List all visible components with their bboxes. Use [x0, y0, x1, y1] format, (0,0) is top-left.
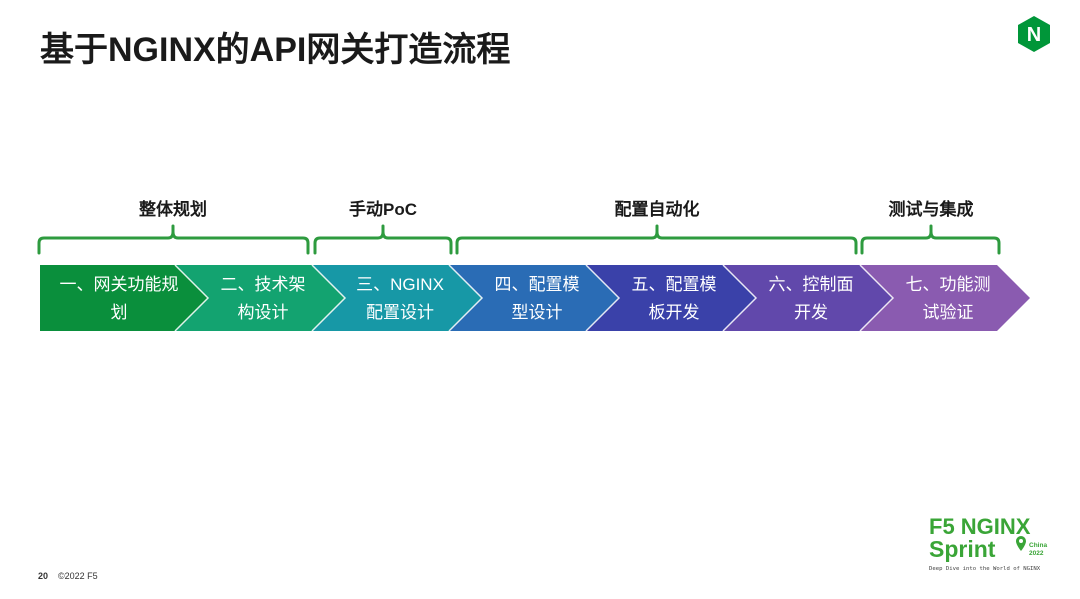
step-4-line1: 四、配置模: [494, 275, 580, 294]
phase-braces: [37, 224, 1001, 255]
step-2-line1: 二、技术架: [220, 275, 306, 294]
brand-tag-bottom: 2022: [1029, 550, 1044, 557]
phase-label-poc: 手动PoC: [349, 200, 417, 219]
step-arrow-2: [175, 265, 345, 331]
step-3-line2: 配置设计: [366, 303, 434, 322]
copyright: ©2022 F5: [58, 571, 98, 581]
step-6: 六、控制面开发: [748, 268, 874, 330]
step-arrow-3: [312, 265, 482, 331]
step-7-line1: 七、功能测: [905, 275, 991, 294]
brace-poc: [313, 224, 453, 255]
step-6-line1: 六、控制面: [768, 275, 854, 294]
phase-label-planning: 整体规划: [139, 200, 207, 219]
location-pin-icon: [1016, 536, 1026, 551]
step-1: 一、网关功能规划: [50, 268, 188, 330]
step-arrow-7: [860, 265, 1030, 331]
step-6-line2: 开发: [794, 303, 828, 322]
page-title: 基于NGINX的API网关打造流程: [40, 31, 511, 69]
step-4-line2: 型设计: [511, 303, 563, 322]
step-3: 三、NGINX 配置设计: [337, 268, 463, 330]
sprint-brand-logo: F5 NGINX Sprint China 2022 Deep Dive int…: [929, 514, 1047, 572]
step-arrow-5: [586, 265, 756, 331]
step-3-line1: 三、NGINX: [356, 275, 444, 294]
logo-letter: N: [1027, 24, 1041, 46]
step-4: 四、配置模型设计: [474, 268, 600, 330]
phase-label-testing: 测试与集成: [888, 200, 974, 219]
brand-tag-top: China: [1029, 542, 1047, 549]
brace-automation: [455, 224, 858, 255]
step-5-line2: 板开发: [648, 303, 700, 322]
step-1-line2: 划: [110, 303, 128, 322]
brace-testing: [860, 224, 1001, 255]
step-5-line1: 五、配置模: [631, 275, 717, 294]
step-1-line1: 一、网关功能规: [59, 275, 179, 294]
brand-line1: F5 NGINX: [929, 514, 1031, 539]
step-2: 二、技术架构设计: [200, 268, 326, 330]
step-arrow-1: [40, 265, 208, 331]
nginx-logo-icon: N: [1018, 16, 1050, 52]
step-arrow-4: [449, 265, 619, 331]
brace-planning: [37, 224, 310, 255]
step-7: 七、功能测试验证: [885, 268, 1011, 330]
step-arrow-6: [723, 265, 893, 331]
brand-line2: Sprint: [929, 536, 996, 562]
page-number: 20: [38, 571, 49, 581]
brand-tagline: Deep Dive into the World of NGINX: [929, 566, 1041, 572]
phase-label-automation: 配置自动化: [614, 200, 700, 219]
step-2-line2: 构设计: [237, 303, 289, 322]
step-7-line2: 试验证: [922, 303, 974, 322]
process-arrows: [40, 264, 1030, 332]
step-5: 五、配置模板开发: [611, 268, 737, 330]
